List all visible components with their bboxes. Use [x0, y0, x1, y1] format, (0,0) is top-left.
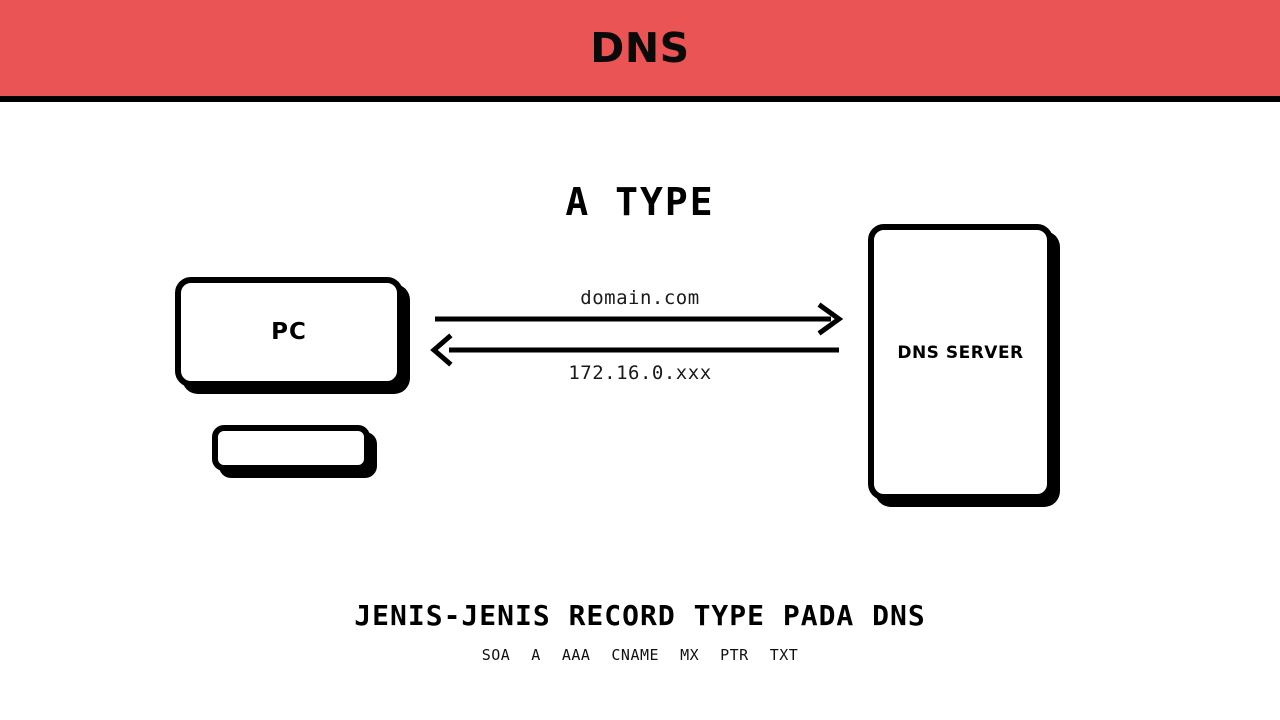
section-title: A TYPE [565, 180, 715, 224]
record-type-item: SOA [481, 646, 511, 664]
header-divider [0, 96, 1280, 102]
record-type-item: TXT [769, 646, 799, 664]
page-title: DNS [590, 23, 690, 72]
record-type-item: CNAME [611, 646, 660, 664]
response-arrow-icon [430, 333, 839, 367]
client-keyboard [212, 425, 370, 471]
header-band: DNS [0, 0, 1280, 96]
request-arrow-icon [435, 302, 844, 336]
record-type-item: AAA [561, 646, 591, 664]
request-flow-label: domain.com [580, 287, 700, 309]
client-node-label: PC [271, 319, 307, 345]
dns-server-node-label: DNS SERVER [897, 343, 1024, 363]
record-type-item: A [531, 646, 541, 664]
response-flow-label: 172.16.0.xxx [568, 362, 712, 384]
record-type-list: SOA A AAA CNAME MX PTR TXT [0, 646, 1280, 664]
record-type-item: PTR [720, 646, 749, 664]
footer-title: JENIS-JENIS RECORD TYPE PADA DNS [354, 599, 926, 632]
client-node: PC [175, 277, 403, 387]
record-type-item: MX [680, 646, 700, 664]
flow-arrows [430, 302, 844, 367]
slide-body: A TYPE PC DNS SERVER domain.com 172.16.0… [0, 102, 1280, 720]
dns-server-node: DNS SERVER [868, 224, 1053, 500]
